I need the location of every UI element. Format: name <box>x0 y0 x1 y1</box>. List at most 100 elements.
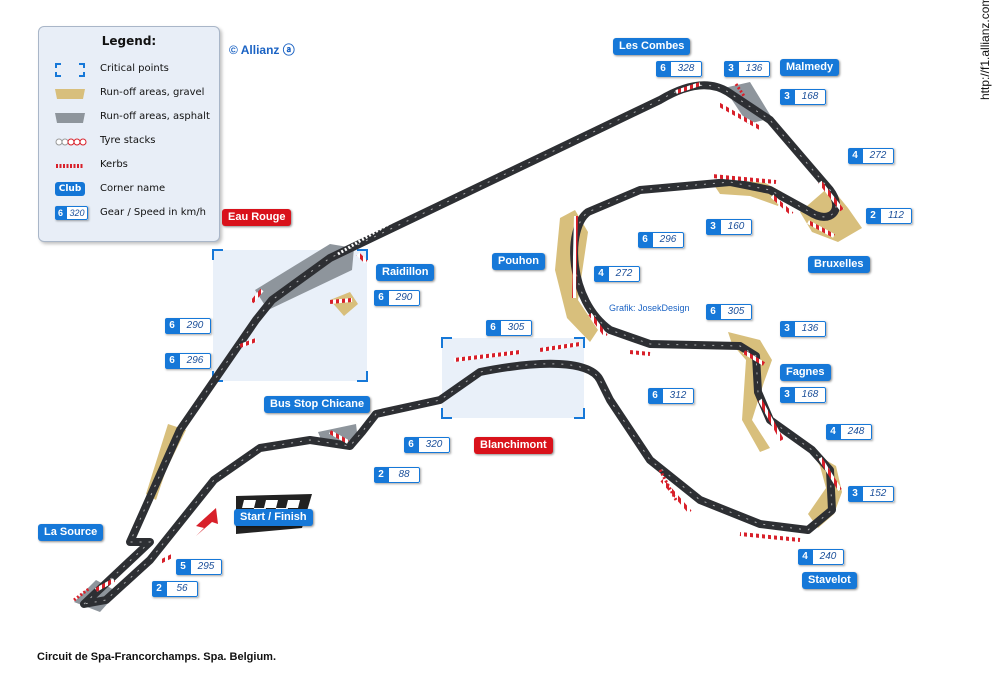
speed-value: 305 <box>500 320 532 336</box>
speed-value: 272 <box>862 148 894 164</box>
kerbs-icon <box>56 164 84 168</box>
speed-value: 56 <box>166 581 198 597</box>
speed-value: 328 <box>670 61 702 77</box>
legend-item-gravel: Run-off areas, gravel <box>53 85 213 103</box>
gear-speed-badge: 6 320 <box>55 206 88 220</box>
legend-item-corner-name: Club Corner name <box>53 181 213 199</box>
legend-label: Kerbs <box>100 159 128 170</box>
legend-label: Tyre stacks <box>100 135 156 146</box>
legend-panel: Legend: Critical points Run-off areas, g… <box>38 26 220 242</box>
gear-value: 4 <box>848 148 862 164</box>
speed-value: 290 <box>179 318 211 334</box>
speed-value: 296 <box>179 353 211 369</box>
speed-value: 248 <box>840 424 872 440</box>
speed-value: 295 <box>190 559 222 575</box>
gear-value: 6 <box>648 388 662 404</box>
corner-label-fagnes: Fagnes <box>780 364 831 381</box>
legend-label: Corner name <box>100 183 166 194</box>
gear-value: 2 <box>374 467 388 483</box>
tyre-stacks-icon <box>55 138 87 146</box>
direction-arrow <box>196 508 218 536</box>
gear-value: 3 <box>724 61 738 77</box>
legend-item-kerbs: Kerbs <box>53 157 213 175</box>
speed-value: 320 <box>418 437 450 453</box>
speed-value: 320 <box>66 206 88 220</box>
gear-value: 6 <box>165 353 179 369</box>
legend-item-asphalt: Run-off areas, asphalt <box>53 109 213 127</box>
gear-value: 6 <box>374 290 388 306</box>
gear-value: 6 <box>486 320 500 336</box>
site-url: http://f1.allianz.com <box>978 0 992 100</box>
gear-value: 4 <box>826 424 840 440</box>
asphalt-icon <box>55 113 85 123</box>
critical-zone-blanchimont <box>441 337 585 419</box>
legend-label: Run-off areas, gravel <box>100 87 205 98</box>
speed-value: 272 <box>608 266 640 282</box>
critical-points-icon <box>55 63 85 77</box>
gear-value: 5 <box>176 559 190 575</box>
speed-value: 136 <box>794 321 826 337</box>
corner-label-stavelot: Stavelot <box>802 572 857 589</box>
gear-value: 6 <box>404 437 418 453</box>
corner-label-la-source: La Source <box>38 524 104 541</box>
legend-item-tyre-stacks: Tyre stacks <box>53 133 213 151</box>
gear-value: 4 <box>594 266 608 282</box>
speed-value: 312 <box>662 388 694 404</box>
gear-value: 6 <box>638 232 652 248</box>
gear-value: 6 <box>656 61 670 77</box>
map-caption: Circuit de Spa-Francorchamps. Spa. Belgi… <box>37 651 276 663</box>
gear-value: 3 <box>780 89 794 105</box>
graphic-credit: Grafik: JosekDesign <box>609 303 690 313</box>
gear-value: 6 <box>165 318 179 334</box>
speed-value: 88 <box>388 467 420 483</box>
legend-label: Gear / Speed in km/h <box>100 207 206 218</box>
corner-label-blanchimont: Blanchimont <box>474 437 553 454</box>
speed-value: 152 <box>862 486 894 502</box>
legend-label: Critical points <box>100 63 169 74</box>
corner-label-raidillon: Raidillon <box>376 264 435 281</box>
club-badge: Club <box>55 182 85 196</box>
gear-value: 6 <box>706 304 720 320</box>
gear-value: 6 <box>55 206 66 220</box>
kerbs <box>95 82 844 592</box>
legend-item-gear-speed: 6 320 Gear / Speed in km/h <box>53 205 213 223</box>
gravel-icon <box>55 89 85 99</box>
gear-value: 2 <box>152 581 166 597</box>
corner-label-bruxelles: Bruxelles <box>808 256 870 273</box>
gear-value: 3 <box>780 321 794 337</box>
speed-value: 305 <box>720 304 752 320</box>
legend-title: Legend: <box>101 34 157 48</box>
allianz-logo: © Allianz ⓐ <box>229 43 295 57</box>
corner-label-start-finish: Start / Finish <box>234 509 313 526</box>
corner-label-eau-rouge: Eau Rouge <box>222 209 292 226</box>
legend-item-critical-points: Critical points <box>53 61 213 79</box>
gear-value: 2 <box>866 208 880 224</box>
speed-value: 160 <box>720 219 752 235</box>
gear-value: 3 <box>780 387 794 403</box>
speed-value: 240 <box>812 549 844 565</box>
speed-value: 296 <box>652 232 684 248</box>
